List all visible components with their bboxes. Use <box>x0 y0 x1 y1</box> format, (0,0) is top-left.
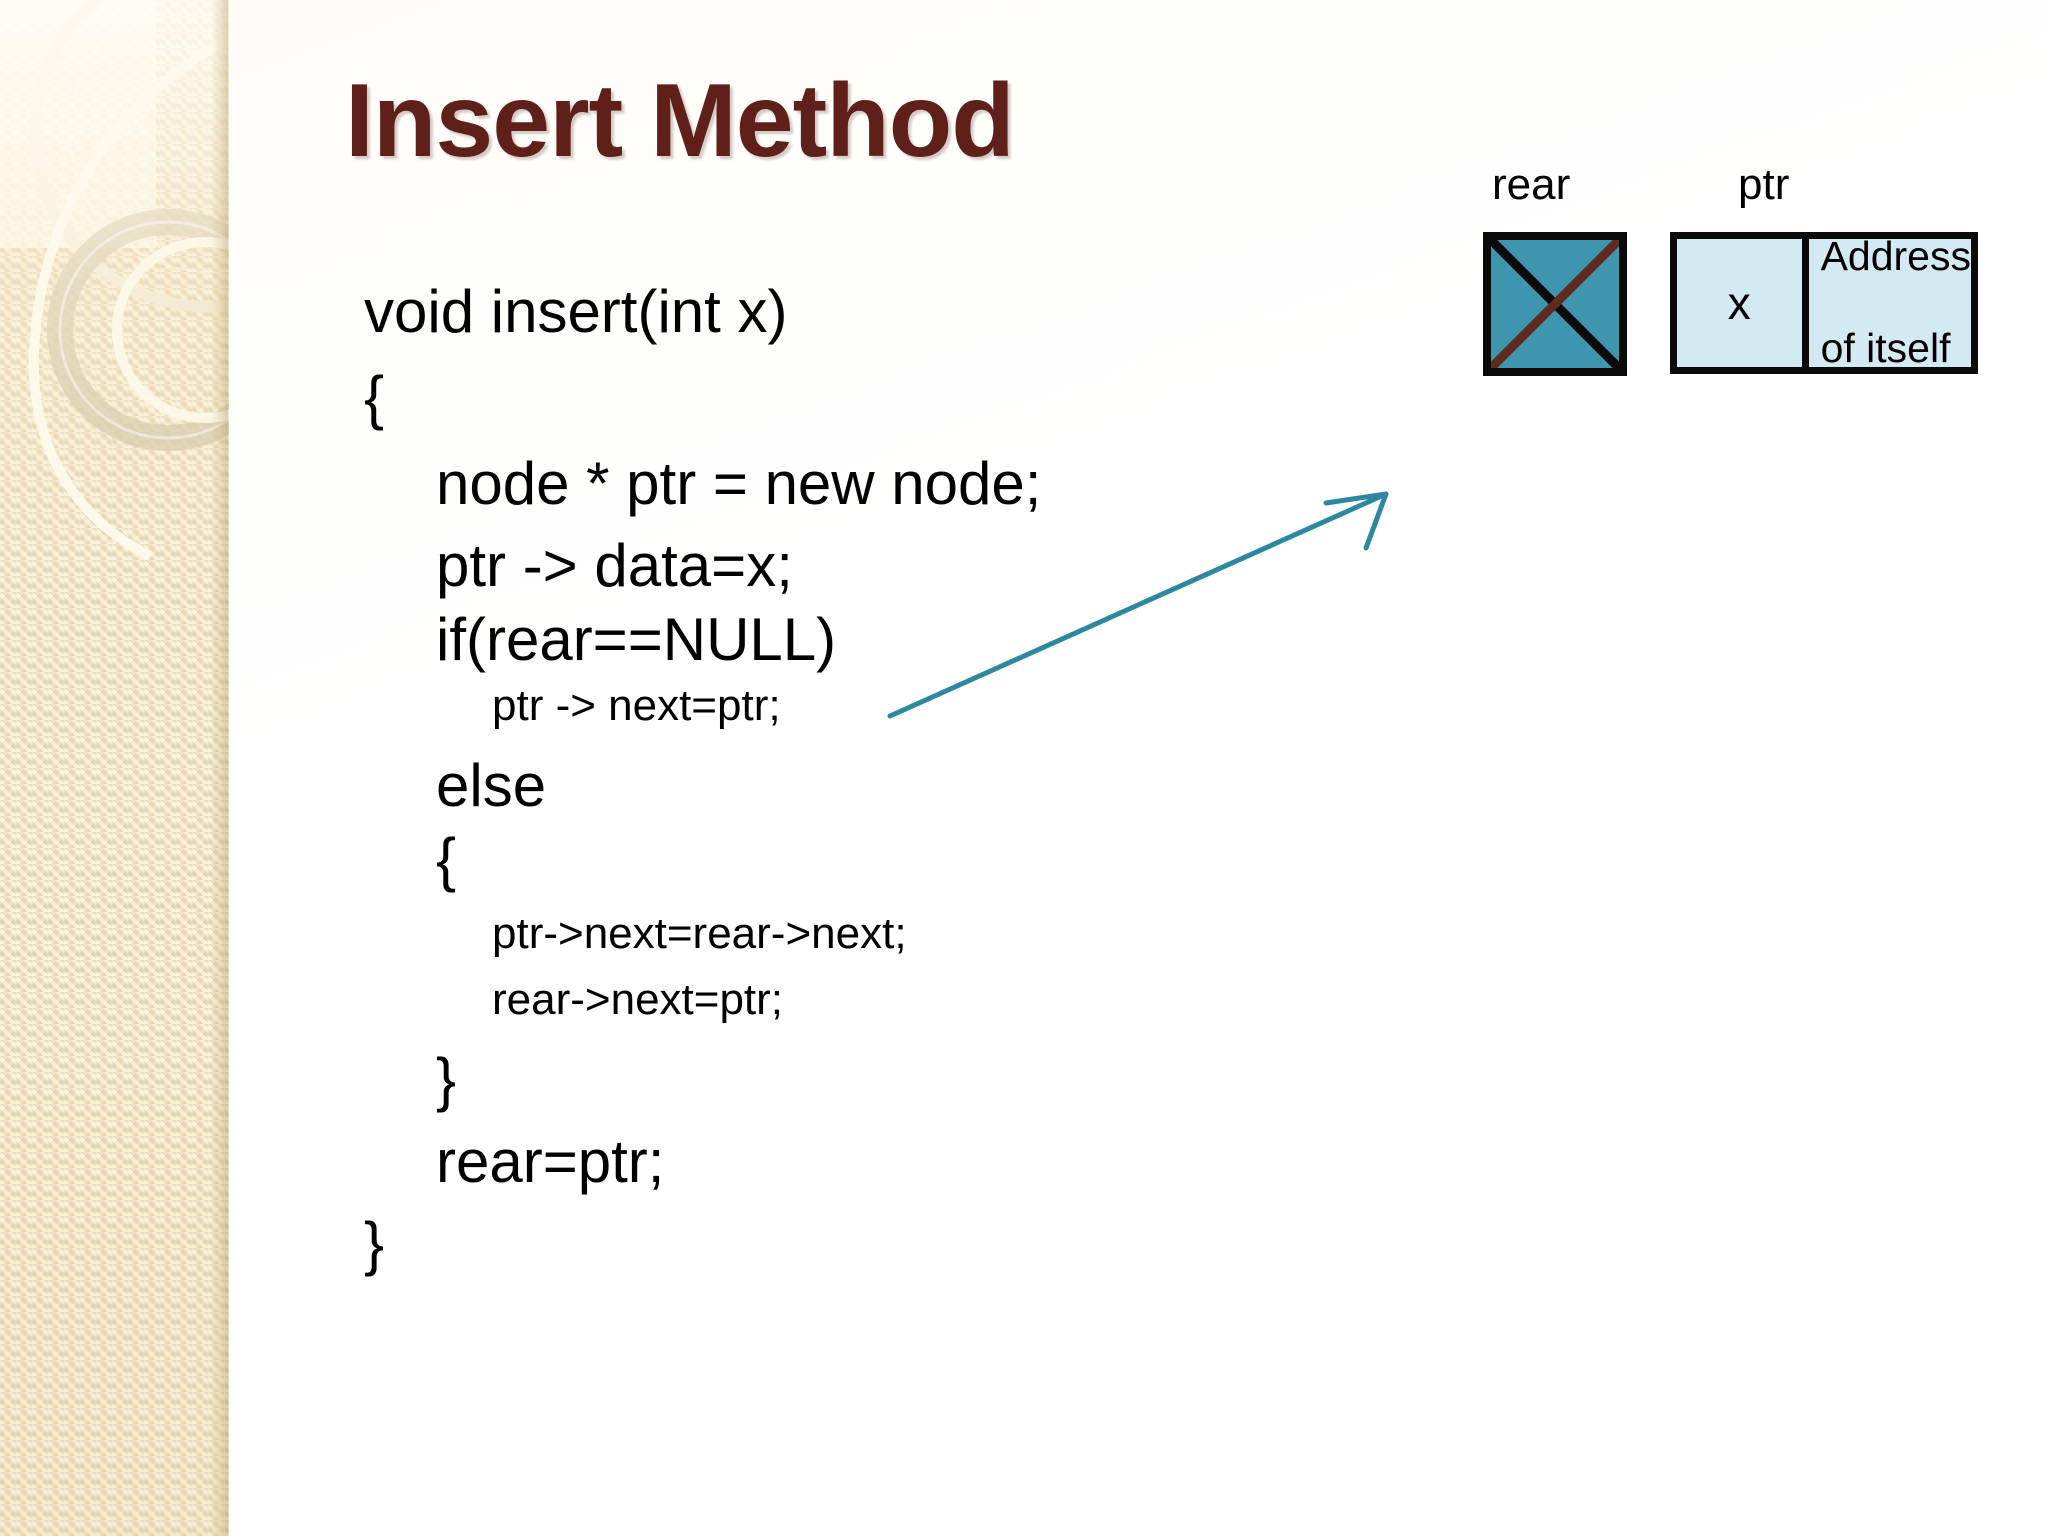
code-line: ptr -> next=ptr; <box>492 681 781 730</box>
ptr-next-line-2: of itself <box>1820 324 1951 371</box>
sidebar-right-edge-shadow <box>211 0 229 1536</box>
null-cross-icon <box>1491 240 1619 368</box>
code-line: } <box>436 1046 457 1113</box>
code-line: { <box>436 826 457 893</box>
rear-label: rear <box>1492 160 1571 209</box>
code-block: void insert(int x) { node * ptr = new no… <box>364 282 1264 1300</box>
page-title: Insert Method <box>345 63 1015 179</box>
code-line: rear->next=ptr; <box>492 975 784 1024</box>
ptr-node-data-cell: x <box>1677 239 1809 367</box>
ptr-node-next-value: Address of itself <box>1820 233 1971 372</box>
ptr-node-box: x Address of itself <box>1670 232 1978 374</box>
code-line: else <box>436 752 547 819</box>
ptr-next-line-1: Address <box>1820 233 1971 280</box>
code-line: { <box>364 364 385 431</box>
code-line: if(rear==NULL) <box>436 606 837 673</box>
sidebar-ring-decoration <box>28 0 229 561</box>
code-line: ptr -> data=x; <box>436 532 793 599</box>
code-line: rear=ptr; <box>436 1128 665 1195</box>
ptr-label: ptr <box>1738 160 1790 209</box>
code-line: node * ptr = new node; <box>436 450 1042 517</box>
decorative-sidebar <box>0 0 229 1536</box>
sidebar-gradient-overlay <box>0 0 229 1536</box>
code-line: } <box>364 1210 385 1277</box>
arrow-head-icon <box>1323 491 1389 551</box>
code-line: ptr->next=rear->next; <box>492 909 907 958</box>
ptr-node-next-cell: Address of itself <box>1808 233 1971 371</box>
code-line: void insert(int x) <box>364 278 788 345</box>
ptr-node-data-value: x <box>1727 277 1751 329</box>
node-diagram: rear ptr x Address of itself <box>1470 160 2030 420</box>
rear-null-box <box>1483 232 1627 376</box>
